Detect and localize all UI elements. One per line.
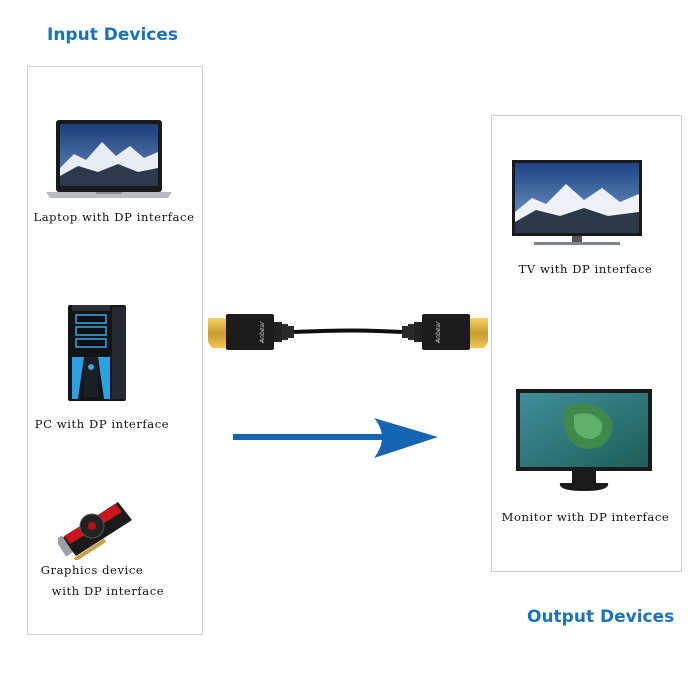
cable-brand-right: Anbear — [435, 321, 442, 344]
cable-brand-left: Anbear — [259, 321, 266, 344]
tv-icon — [510, 158, 644, 248]
output-devices-title: Output Devices — [527, 607, 675, 627]
pc-tower-icon — [64, 301, 130, 403]
input-devices-title: Input Devices — [47, 25, 179, 45]
graphics-caption-line2: with DP interface — [51, 584, 165, 598]
laptop-icon — [44, 118, 174, 200]
pc-caption: PC with DP interface — [34, 417, 170, 431]
graphics-caption-line1: Graphics device — [40, 563, 144, 577]
monitor-caption: Monitor with DP interface — [501, 510, 670, 524]
graphics-card-icon — [58, 498, 134, 560]
direction-arrow-icon — [230, 416, 442, 460]
tv-caption: TV with DP interface — [518, 262, 653, 276]
monitor-icon — [514, 387, 654, 493]
displayport-cable-icon: Anbear Anbear — [202, 308, 492, 356]
laptop-caption: Laptop with DP interface — [33, 210, 195, 224]
